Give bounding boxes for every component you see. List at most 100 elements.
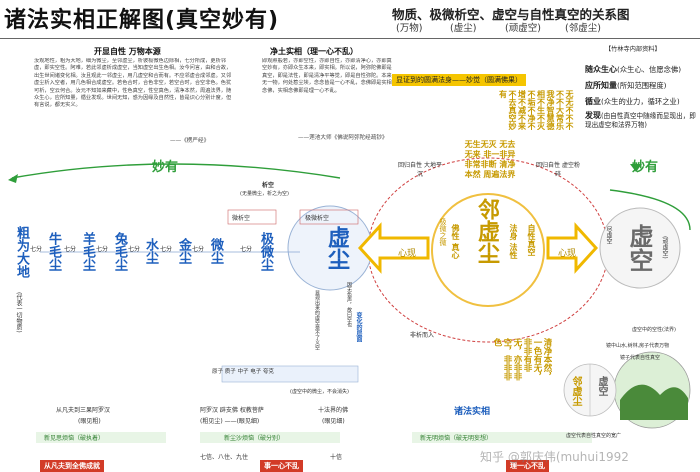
middle-panel-title: 净土实相（理一心不乱）	[270, 47, 358, 56]
li-yi-label: 理一心不乱	[506, 460, 549, 472]
divider-label: 七分	[160, 246, 173, 253]
divider-label: 七分	[128, 246, 141, 253]
arrow-head	[8, 174, 18, 183]
heart-left-label: 心现	[398, 249, 417, 259]
gloss-item: 发现(由自性真空中随缘而显现出，即现出虚空和法界万物)	[585, 111, 696, 129]
sublabel-neighbor: (邻虚尘)	[565, 23, 601, 34]
middle-panel-source: ——莲池大师《佛说阿弥陀经疏钞》	[298, 135, 388, 141]
chain-item: 金尘	[176, 238, 191, 264]
shi-fa-caption-2: (眼见细)	[322, 418, 345, 425]
center-circle	[431, 193, 545, 307]
chain-item: 兔毛尘	[112, 232, 127, 271]
title-rule	[0, 38, 700, 39]
mid-caption: 阿罗汉 辟支佛 权教菩萨	[200, 407, 264, 414]
jin-kong-label: 尽虚空	[605, 226, 612, 244]
center-lower-block: 无生无灭 无去无来 非一非异 非常非断 清净本然 周遍法界	[464, 140, 516, 179]
void-note: 显现出来的虚空是不了义空	[314, 290, 320, 350]
wei-xi-kong-label: 微析空	[232, 215, 251, 222]
void-circle	[599, 207, 681, 289]
page-title: 诸法实相正解图(真空妙有)	[4, 8, 280, 33]
shi-xin-label: 十信	[330, 454, 343, 461]
mountain-icon	[620, 384, 688, 420]
center-top-caption: 显证到的圆满法身——妙觉（圆满佛果）	[392, 74, 526, 86]
divider-label: 七分	[192, 246, 205, 253]
dust-note: 因无色声，故曰空也	[346, 282, 352, 327]
vertical-earth-note: (代表一切物质)	[15, 292, 22, 333]
bottom-left-caption: 从凡夫到三果阿罗汉	[56, 407, 111, 414]
arrow-head	[630, 164, 642, 172]
divider-label: 七分	[96, 246, 109, 253]
reality-label: 诸法实相	[454, 407, 491, 417]
wei-xi-box	[227, 209, 277, 225]
gloss-item: 应所知量(所知范围程度)	[585, 81, 667, 90]
return-left-label: 回归自性 大地平沉	[398, 162, 442, 178]
miao-you-arc-right	[609, 189, 691, 231]
mid-caption-2: (粗见尘) ——(眼见细)	[200, 418, 260, 425]
bar-bg	[36, 432, 166, 443]
shi-li-label: 事一心不乱	[260, 460, 303, 472]
center-inner-right: 法身 法性	[509, 224, 518, 259]
xi-kong-label: 析空	[262, 182, 275, 189]
center-big-label: 邻虚尘	[474, 198, 499, 264]
left-panel-title: 开显自性 万物本源	[94, 47, 161, 56]
center-lower-block-2: 清净本然，一色有无，非非有非无，亦非非空，非非非色	[492, 338, 552, 381]
left-panel-source: ——《楞严经》	[170, 138, 210, 144]
center-columns: 无无不不不不不大常乐我净智慧德相不生不灭不垢不净不增不减不来不去真空妙有	[498, 90, 575, 130]
enter-label: 非析而入	[410, 332, 435, 339]
void-note: (顽虚空)	[661, 236, 668, 259]
sublabel-void: (顽虚空)	[505, 23, 541, 34]
qi-xin-label: 七信、八住、九住	[200, 454, 249, 461]
globe-caption-3: 镜子代表自性真空	[620, 355, 661, 361]
page-subtitle: 物质、极微析空、虚空与自性真空的关系图	[392, 7, 630, 22]
vertical-earth: 粗为大地	[14, 226, 29, 278]
globe-caption-2: 镜中山水,树林,房子代表万物	[606, 343, 670, 349]
divider-label: 七分	[64, 246, 77, 253]
void-big-label: 虚空	[625, 224, 653, 272]
sublabel-matter: (万物)	[396, 23, 423, 34]
bar-bg	[200, 432, 340, 443]
gloss-item: 循业(众生的业力，循环之业)	[585, 97, 680, 106]
xi-kong-note: (无量微尘，析之为空)	[240, 191, 289, 197]
void-dust-note: (虚空中的微尘，不会消失)	[290, 389, 349, 395]
particles-label: 原子 质子 中子 电子 夸克	[212, 369, 274, 375]
afflictions-dust-label: 新尘沙烦恼（破分别）	[224, 435, 285, 442]
miao-you-arc-left	[11, 163, 341, 179]
sublabel-dust: (虚尘)	[450, 23, 477, 34]
chain-item: 水尘	[143, 238, 158, 264]
dust-big-label: 虚尘	[324, 226, 349, 270]
divider-label: 七分	[30, 246, 43, 253]
gloss-item: 随众生心(众生心、信愿念佛)	[585, 65, 682, 74]
chain-item: 极微尘	[258, 232, 273, 271]
bar-bg	[412, 432, 592, 443]
left-panel-body: 汝观地性，粗为大地，细为微尘，至邻虚尘，析彼极微色边际相，七分所成，更析邻虚，即…	[34, 58, 232, 109]
divider-label: 七分	[240, 246, 253, 253]
bottom-left-caption-2: (眼见粗)	[78, 418, 101, 425]
shi-fa-caption: 十法界的佛	[318, 407, 349, 414]
yellow-arrow-left	[357, 222, 430, 274]
small-void-label: 虚空	[596, 376, 607, 396]
chain-item: 牛毛尘	[46, 232, 61, 271]
center-inner-far-right: 自性真空	[527, 224, 536, 256]
watermark: 知乎 @郭庆伟(muhui1992	[480, 450, 629, 464]
middle-panel-body: 即观照般若，亦即空性，亦即自性，亦即清净心，亦即真空妙有，亦即众生本来，即实相。…	[262, 58, 392, 94]
internal-banner: 【竹林寺内部资料】	[605, 46, 661, 53]
globe-caption: 虚空中的空性(法界)	[632, 327, 676, 333]
yellow-arrow-right	[546, 222, 599, 274]
chain-item: 羊毛尘	[80, 232, 95, 271]
change-layer-label: 变化的层面	[355, 312, 362, 342]
heart-right-label: 心现	[558, 249, 577, 259]
center-inner-left: 佛性 真心	[451, 224, 460, 259]
small-neighbor-label: 邻虚尘	[570, 376, 581, 406]
chain-item: 微尘	[208, 238, 223, 264]
bottom-red-label: 从凡夫到全佛成就	[40, 460, 104, 472]
afflictions-view-label: 新见思烦恼（破执着）	[44, 435, 105, 442]
particle-box	[221, 365, 359, 383]
ji-wei-box	[299, 209, 359, 225]
return-right-label: 回归自性 虚空粉碎	[536, 162, 580, 178]
ignorance-label: 新无明烦恼（破无明妄想）	[420, 435, 493, 442]
miao-you-right-label: 妙有	[632, 160, 659, 175]
void-breadth-caption: 虚空代表自性真空的宽广	[566, 433, 622, 439]
center-inner-top: 极微之微	[439, 218, 447, 246]
miao-you-label: 妙有	[152, 160, 179, 175]
